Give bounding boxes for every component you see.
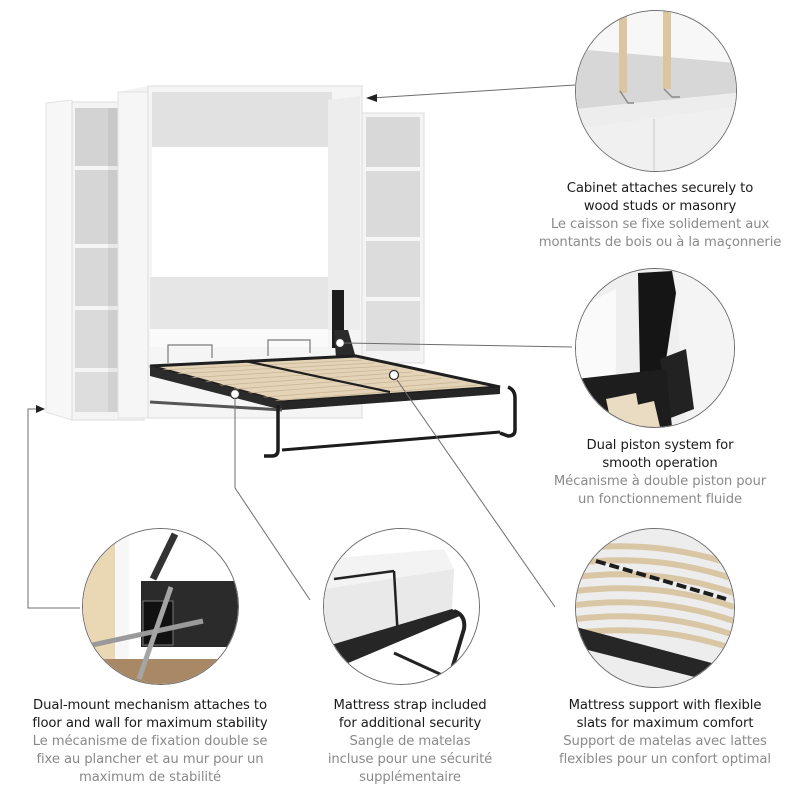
slats-detail-icon: [576, 529, 734, 687]
caption-fr-line: montants de bois ou à la maçonnerie: [538, 235, 782, 250]
detail-circle-flexible-slats: [575, 528, 735, 688]
murphy-bed-drawing: [45, 85, 517, 458]
piston-mechanism-detail-icon: [576, 269, 734, 427]
detail-circle-cabinet-attach: [575, 10, 737, 172]
caption-fr-line: fixe au plancher et au mur pour un: [36, 752, 264, 767]
caption-en-line: for additional security: [338, 716, 482, 731]
feature-caption-cabinet-attach: Cabinet attaches securely to wood studs …: [520, 180, 800, 252]
caption-en-line: Mattress support with flexible: [568, 698, 762, 713]
detail-circle-mattress-strap: [323, 528, 480, 685]
caption-fr-line: flexibles pour un confort optimal: [559, 752, 771, 767]
caption-en-line: floor and wall for maximum stability: [32, 716, 268, 731]
feature-caption-mattress-strap: Mattress strap included for additional s…: [290, 697, 530, 787]
floor-wall-mount-detail-icon: [83, 529, 238, 684]
caption-en-line: slats for maximum comfort: [576, 716, 754, 731]
caption-fr-line: Le caisson se fixe solidement aux: [550, 217, 770, 232]
caption-en-line: smooth operation: [602, 456, 718, 471]
caption-fr-line: maximum de stabilité: [78, 770, 222, 785]
caption-fr-line: Le mécanisme de fixation double se: [32, 734, 268, 749]
wall-studs-detail-icon: [576, 11, 736, 171]
caption-en-line: Mattress strap included: [333, 698, 487, 713]
caption-fr-line: incluse pour une sécurité: [327, 752, 493, 767]
detail-circle-dual-mount: [82, 528, 239, 685]
caption-en-line: Dual-mount mechanism attaches to: [33, 698, 267, 713]
headboard-brackets: [167, 339, 311, 363]
product-illustration: [0, 0, 560, 470]
caption-fr-line: un fonctionnement fluide: [577, 492, 743, 507]
feature-caption-dual-piston: Dual piston system for smooth operation …: [520, 437, 800, 509]
hotspot-slats: [388, 369, 400, 381]
caption-en-line: wood studs or masonry: [583, 199, 737, 214]
feature-caption-dual-mount: Dual-mount mechanism attaches to floor a…: [0, 697, 300, 787]
arrow-icon: [366, 94, 377, 102]
detail-circle-dual-piston: [575, 268, 735, 428]
mattress-strap-detail-icon: [324, 529, 479, 684]
caption-fr-line: Sangle de matelas: [349, 734, 471, 749]
caption-fr-line: Support de matelas avec lattes: [563, 734, 767, 749]
caption-en-line: Cabinet attaches securely to: [566, 181, 754, 196]
caption-fr-line: supplémentaire: [359, 770, 461, 785]
caption-en-line: Dual piston system for: [586, 438, 734, 453]
right-bookcase: [361, 112, 425, 364]
feature-caption-flexible-slats: Mattress support with flexible slats for…: [530, 697, 800, 769]
arrow-icon: [36, 405, 45, 413]
caption-fr-line: Mécanisme à double piston pour: [553, 474, 767, 489]
